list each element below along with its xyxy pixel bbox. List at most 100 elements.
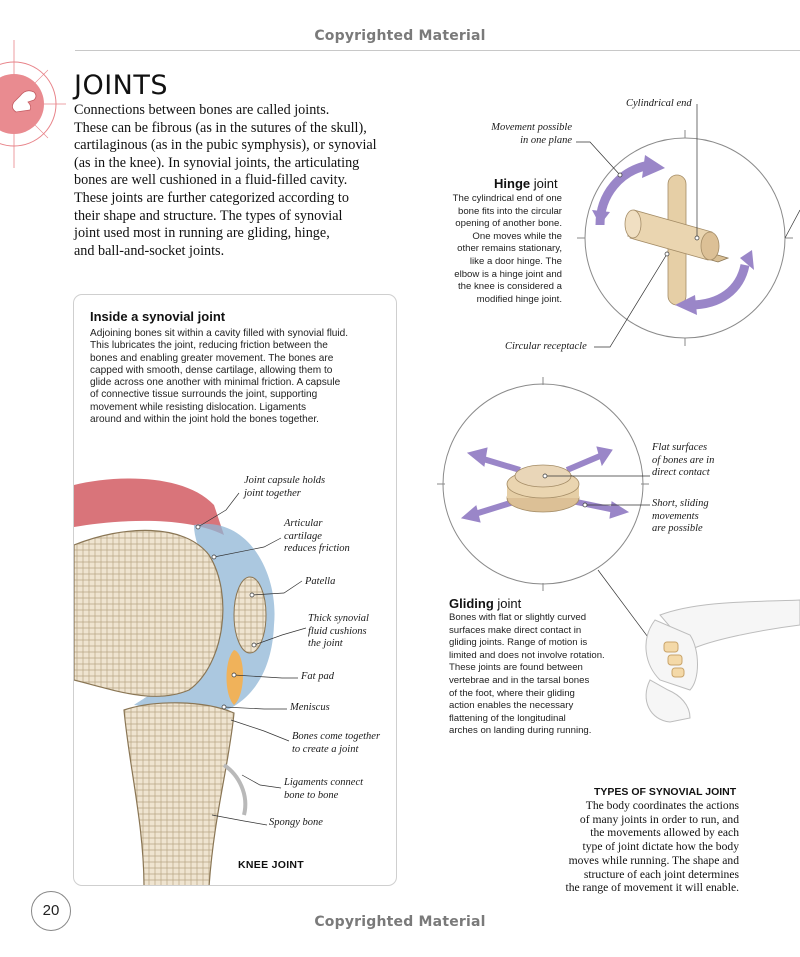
text-line: vertebrae and in the tarsal bones bbox=[449, 674, 590, 686]
header-rule bbox=[75, 50, 800, 51]
panel-line: of connective tissue surrounds the joint… bbox=[90, 389, 318, 401]
text-line: arches on landing during running. bbox=[449, 725, 592, 737]
label-line: Ligaments connect bbox=[284, 777, 364, 788]
text-line: Bones with flat or slightly curved bbox=[449, 612, 587, 623]
fat-pad bbox=[226, 650, 243, 705]
label-fat-pad: Fat pad bbox=[301, 671, 334, 684]
heading-rest: joint bbox=[493, 596, 522, 611]
label-line: Bones come together bbox=[292, 731, 381, 742]
gliding-joint-text: Bones with flat or slightly curved surfa… bbox=[449, 612, 629, 738]
text-line: gliding joints. Range of motion is bbox=[449, 637, 588, 649]
types-heading: TYPES OF SYNOVIAL JOINT bbox=[594, 786, 737, 798]
page-number-badge: 20 bbox=[31, 891, 71, 931]
label-line: cartilage bbox=[284, 530, 322, 542]
text-line: like a door hinge. The bbox=[469, 255, 562, 267]
panel-line: bones and enabling greater movement. The… bbox=[90, 352, 334, 364]
label-movement-one-plane: Movement possible in one plane bbox=[476, 122, 572, 147]
femur-bone bbox=[74, 529, 224, 697]
panel-line: Adjoining bones sit within a cavity fill… bbox=[90, 328, 349, 339]
label-line: in one plane bbox=[520, 134, 572, 146]
label-flat-surfaces: Flat surfaces of bones are in direct con… bbox=[652, 442, 714, 480]
text-line: flattening of the longitudinal bbox=[449, 712, 566, 724]
label-spongy-bone: Spongy bone bbox=[269, 817, 323, 830]
panel-line: glide across one another with minimal fr… bbox=[90, 377, 341, 389]
label-line: Patella bbox=[305, 576, 336, 587]
intro-line: (as in the knee). In synovial joints, th… bbox=[74, 154, 360, 171]
text-line: type of joint dictate how the body bbox=[582, 840, 739, 854]
heading-rest: joint bbox=[530, 176, 558, 191]
label-articular-cartilage: Articular cartilage reduces friction bbox=[284, 518, 350, 556]
text-line: moves while running. The shape and bbox=[568, 853, 739, 867]
hinge-joint-diagram bbox=[576, 104, 800, 348]
hinge-joint-heading: Hinge joint bbox=[494, 176, 558, 191]
intro-line: These can be fibrous (as in the sutures … bbox=[74, 119, 367, 136]
label-cylindrical-end: Cylindrical end bbox=[626, 98, 692, 109]
heading-bold: Gliding bbox=[449, 596, 494, 611]
intro-line: and ball-and-socket joints. bbox=[74, 242, 225, 259]
panel-line: capped with smooth, dense cartilage, all… bbox=[90, 364, 333, 376]
heading-bold: Hinge bbox=[494, 176, 531, 191]
knee-joint-illustration bbox=[74, 478, 307, 885]
label-line: are possible bbox=[652, 523, 703, 534]
leader-dots bbox=[195, 524, 257, 710]
leader-lines bbox=[197, 492, 307, 826]
text-line: These joints are found between bbox=[449, 662, 583, 674]
foot-skeleton-illustration bbox=[645, 599, 800, 723]
label-line: Spongy bone bbox=[269, 817, 323, 828]
text-line: the knee is considered a bbox=[458, 281, 562, 293]
text-line: the range of movement it will enable. bbox=[565, 881, 739, 895]
label-line: Movement possible bbox=[491, 122, 572, 133]
label-line: Joint capsule holds bbox=[244, 475, 326, 486]
watermark-bottom: Copyrighted Material bbox=[314, 914, 486, 930]
label-line: joint together bbox=[244, 487, 301, 499]
knee-joint-caption: KNEE JOINT bbox=[238, 859, 305, 871]
text-line: opening of another bone. bbox=[455, 218, 562, 230]
label-bones-come-together: Bones come together to create a joint bbox=[292, 731, 380, 756]
page-title: JOINTS bbox=[74, 70, 169, 101]
label-circular-receptacle: Circular receptacle bbox=[505, 341, 587, 352]
text-line: of many joints in order to run, and bbox=[579, 812, 739, 826]
text-line: elbow is a hinge joint and bbox=[454, 268, 562, 280]
ligament bbox=[222, 763, 248, 816]
gliding-joint-diagram bbox=[437, 377, 666, 661]
label-line: reduces friction bbox=[284, 543, 350, 554]
label-line: Thick synovial bbox=[308, 613, 369, 624]
text-line: action enables the necessary bbox=[449, 700, 574, 712]
flexed-arm-icon bbox=[12, 90, 37, 113]
label-line: of bones are in bbox=[652, 454, 715, 466]
text-line: The body coordinates the actions bbox=[585, 799, 739, 812]
label-synovial-fluid: Thick synovial fluid cushions the joint bbox=[308, 613, 369, 651]
quadriceps-muscle bbox=[74, 478, 224, 535]
text-line: bone fits into the circular bbox=[458, 205, 562, 217]
gliding-joint-heading: Gliding joint bbox=[449, 596, 521, 611]
page-number: 20 bbox=[42, 902, 60, 919]
patella-bone bbox=[233, 576, 267, 654]
text-line: the movements allowed by each bbox=[590, 826, 739, 840]
intro-line: their shape and structure. The types of … bbox=[74, 207, 343, 224]
intro-line: joint used most in running are gliding, … bbox=[74, 225, 330, 242]
text-line: other remains stationary, bbox=[457, 243, 562, 255]
label-line: Articular bbox=[284, 518, 323, 529]
label-patella: Patella bbox=[305, 576, 335, 589]
text-line: limited and does not involve rotation. bbox=[449, 649, 605, 661]
synovial-joint-panel: Inside a synovial joint Adjoining bones … bbox=[73, 294, 397, 886]
intro-line: bones are well cushioned in a fluid-fill… bbox=[74, 172, 348, 189]
label-line: to create a joint bbox=[292, 743, 359, 755]
label-line: Meniscus bbox=[290, 702, 330, 713]
panel-line: This lubricates the joint, reducing fric… bbox=[90, 340, 328, 352]
label-meniscus: Meniscus bbox=[290, 702, 330, 715]
hinge-joint-text: The cylindrical end of one bone fits int… bbox=[440, 193, 562, 306]
intro-line: These joints are further categorized acc… bbox=[74, 189, 349, 206]
text-line: surfaces make direct contact in bbox=[449, 624, 582, 636]
text-line: The cylindrical end of one bbox=[452, 193, 562, 204]
label-line: direct contact bbox=[652, 467, 710, 478]
label-line: the joint bbox=[308, 638, 343, 649]
intro-paragraph: Connections between bones are called joi… bbox=[74, 102, 404, 260]
text-line: structure of each joint determines bbox=[583, 867, 739, 881]
label-line: bone to bone bbox=[284, 789, 339, 801]
section-badge bbox=[0, 40, 66, 168]
watermark-top: Copyrighted Material bbox=[314, 28, 486, 44]
label-line: Fat pad bbox=[301, 671, 334, 682]
panel-line: around and within the joint hold the bon… bbox=[90, 414, 319, 426]
text-line: of the foot, where their gliding bbox=[449, 687, 575, 699]
